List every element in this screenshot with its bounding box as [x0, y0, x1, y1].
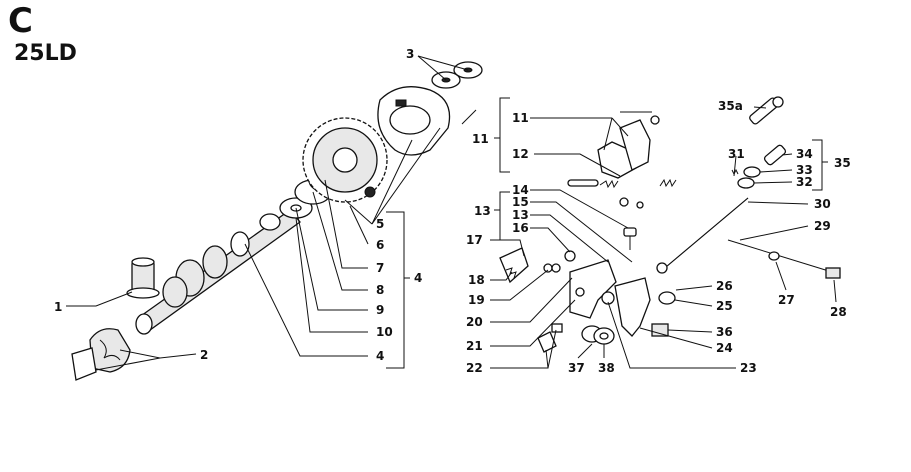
callout-26: 26: [716, 279, 733, 293]
callout-25: 25: [716, 299, 733, 313]
callout-36: 36: [716, 325, 733, 339]
callout-23: 23: [740, 361, 757, 375]
callout-11: 11: [512, 111, 529, 125]
callout-37: 37: [568, 361, 585, 375]
callout-11-group: 11: [472, 132, 489, 146]
callout-24: 24: [716, 341, 733, 355]
callout-21: 21: [466, 339, 483, 353]
callout-15: 15: [512, 195, 529, 209]
callout-13-group: 13: [474, 204, 491, 218]
camshaft-assembly-drawing: [71, 61, 483, 381]
leader-lines: [66, 55, 837, 371]
callout-35: 35: [834, 156, 851, 170]
callout-22: 22: [466, 361, 483, 375]
callout-4-lower: 4: [376, 349, 384, 363]
callout-10: 10: [376, 325, 393, 339]
callout-28: 28: [830, 305, 847, 319]
callout-17: 17: [466, 233, 483, 247]
callout-29: 29: [814, 219, 831, 233]
callout-35a: 35a: [718, 99, 743, 113]
callout-6: 6: [376, 238, 384, 252]
callout-30: 30: [814, 197, 831, 211]
callout-38: 38: [598, 361, 615, 375]
callout-3: 3: [406, 47, 414, 61]
callout-16: 16: [512, 221, 529, 235]
callout-7: 7: [376, 261, 384, 275]
callout-8: 8: [376, 283, 384, 297]
callout-20: 20: [466, 315, 483, 329]
engine-model: 25LD: [14, 41, 77, 66]
callout-18: 18: [468, 273, 485, 287]
callout-2: 2: [200, 348, 208, 362]
callout-12: 12: [512, 147, 529, 161]
callout-5: 5: [376, 217, 384, 231]
callout-32: 32: [796, 175, 813, 189]
callout-31: 31: [728, 147, 745, 161]
callout-9: 9: [376, 303, 384, 317]
callout-34: 34: [796, 147, 813, 161]
callout-1: 1: [54, 300, 62, 314]
governor-linkage-drawing: [499, 96, 841, 353]
callout-14: 14: [512, 183, 529, 197]
callout-33: 33: [796, 163, 813, 177]
callout-27: 27: [778, 293, 795, 307]
callout-labels: 3 1 2 5 6 7 8 9 10 4 4 11 11 12 13 14 15…: [54, 47, 851, 375]
callout-19: 19: [468, 293, 485, 307]
section-letter: C: [8, 1, 33, 41]
callout-13: 13: [512, 208, 529, 222]
callout-4-group: 4: [414, 271, 422, 285]
